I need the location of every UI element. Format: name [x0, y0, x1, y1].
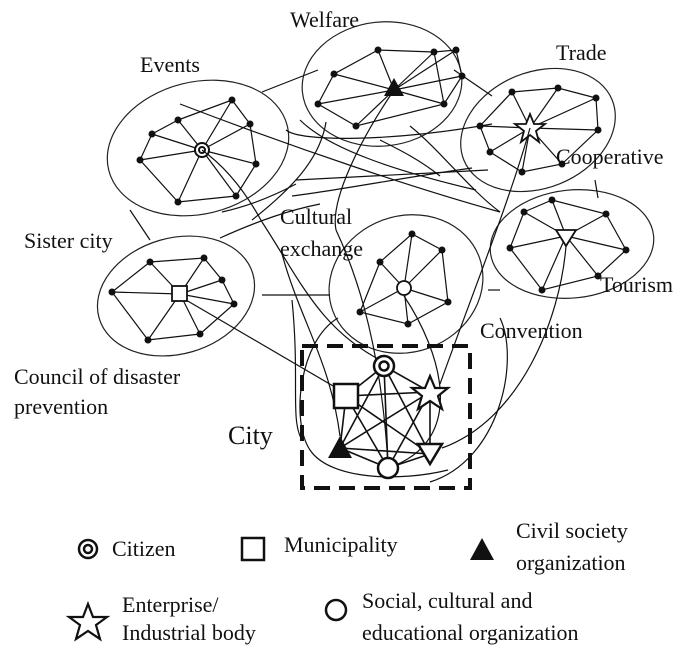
- legend-social-label-1: Social, cultural and: [362, 588, 533, 613]
- legend-municipality-icon: [240, 536, 266, 562]
- legend-civil-label-1: Civil society: [516, 518, 628, 543]
- city-tourism-icon: [415, 442, 445, 467]
- legend-citizen-label: Citizen: [112, 536, 176, 561]
- city-municipality-icon: [332, 382, 360, 410]
- social-org-icon: [396, 280, 412, 296]
- connections-to-city: [261, 221, 508, 483]
- legend-symbols: [65, 536, 494, 642]
- welfare-cluster: [301, 21, 463, 147]
- tourism-cluster: [489, 189, 655, 299]
- label-city: City: [228, 421, 273, 450]
- legend-enterprise-label-2: Industrial body: [122, 620, 256, 645]
- legend-social-label-2: educational organization: [362, 620, 579, 645]
- label-events: Events: [140, 52, 200, 77]
- civil-society-icon: [384, 78, 404, 96]
- legend-civil-label-2: organization: [516, 550, 626, 575]
- sister-city-network: [108, 254, 341, 391]
- trade-cluster: [460, 67, 616, 193]
- label-trade: Trade: [556, 40, 607, 65]
- city-boundary: [300, 344, 472, 490]
- label-welfare: Welfare: [290, 7, 359, 32]
- label-disaster-2: prevention: [14, 394, 108, 419]
- sister-city-cluster: [96, 235, 256, 357]
- events-cluster: [106, 79, 290, 217]
- municipality-icon: [171, 285, 188, 302]
- city-social-org-icon: [376, 456, 400, 480]
- label-cultural-1: Cultural: [280, 204, 352, 229]
- label-cultural-2: exchange: [280, 236, 363, 261]
- label-cooperative: Cooperative: [556, 144, 664, 169]
- legend-enterprise-label-1: Enterprise/: [122, 592, 219, 617]
- label-convention: Convention: [480, 318, 583, 343]
- city-enterprise-icon: [408, 373, 452, 412]
- legend-municipality-label: Municipality: [284, 532, 398, 557]
- tourism-network: [441, 196, 630, 449]
- label-sister-city: Sister city: [24, 228, 113, 253]
- label-disaster-1: Council of disaster: [14, 364, 181, 389]
- city-core-network: [328, 354, 452, 480]
- trade-network: [439, 84, 602, 385]
- cultural-exchange-network: [356, 230, 452, 328]
- legend-civil-society-icon: [470, 538, 494, 560]
- events-network: [136, 96, 263, 223]
- city-civil-society-icon: [328, 436, 352, 458]
- label-tourism: Tourism: [600, 272, 673, 297]
- legend-enterprise-icon: [65, 600, 111, 642]
- tourism-triangle-icon: [554, 229, 578, 248]
- welfare-network: [314, 46, 466, 231]
- inter-cluster-links: [129, 69, 599, 296]
- legend-social-org-icon: [324, 598, 348, 622]
